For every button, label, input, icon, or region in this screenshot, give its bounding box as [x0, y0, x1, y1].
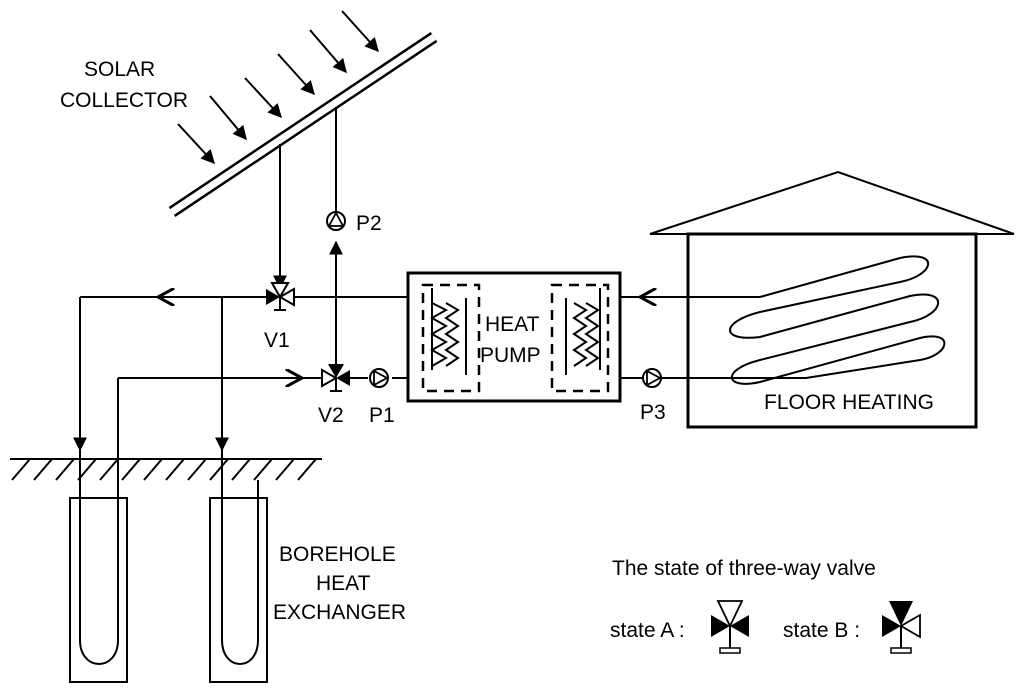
floor-heating-coil — [729, 255, 946, 385]
valve-v2-label: V2 — [318, 404, 344, 427]
valve-v1-label: V1 — [264, 329, 290, 352]
pump-p1-label: P1 — [369, 404, 395, 427]
ground-loop-pipes — [73, 297, 408, 498]
borehole-label-line3: EXCHANGER — [273, 601, 406, 624]
pump-p3-label: P3 — [640, 401, 666, 424]
legend-state-a-valve-icon — [711, 600, 749, 654]
heat-pump — [406, 271, 622, 403]
solar-collector-label: SOLAR — [84, 58, 155, 81]
valve-v2 — [321, 364, 350, 392]
borehole-left — [69, 497, 128, 683]
legend-state-b-label: state B : — [783, 619, 860, 642]
solar-collector — [168, 32, 438, 217]
pump-p1 — [369, 368, 389, 388]
pump-p3 — [642, 368, 662, 388]
pump-p2-label: P2 — [356, 212, 382, 235]
borehole-right — [209, 497, 268, 683]
house — [649, 170, 1015, 429]
pump-p2 — [326, 211, 346, 231]
legend-state-b-valve-icon — [882, 601, 921, 654]
solar-collector-label-line2: COLLECTOR — [60, 89, 188, 112]
sunlight-arrows — [177, 10, 379, 165]
floor-heating-pipes — [620, 297, 806, 379]
heat-pump-label: HEAT — [485, 313, 540, 336]
valve-v1 — [266, 282, 295, 311]
legend-state-a-label: state A : — [610, 619, 685, 642]
borehole-label-line2: HEAT — [316, 572, 371, 595]
legend-title: The state of three-way valve — [612, 557, 876, 580]
solar-loop-pipes — [273, 107, 343, 366]
ground-surface — [10, 458, 322, 481]
borehole-label: BOREHOLE — [279, 543, 396, 566]
floor-heating-label: FLOOR HEATING — [764, 391, 934, 414]
heat-pump-label-line2: PUMP — [480, 344, 541, 367]
